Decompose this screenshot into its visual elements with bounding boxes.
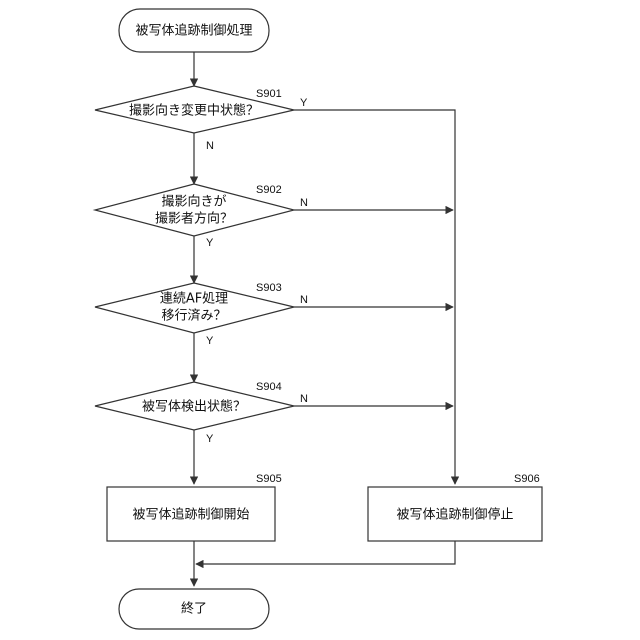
decision-s903-line1: 連続AF処理 <box>160 292 228 307</box>
decision-s901-text: 撮影向き変更中状態？ <box>129 103 259 119</box>
branch-yes-s901: Y <box>300 97 308 109</box>
step-id-s905: S905 <box>256 473 282 485</box>
decision-s901: 撮影向き変更中状態？ S901 Y <box>95 86 308 133</box>
decision-s902-line1: 撮影向きが <box>161 194 226 210</box>
start-node: 被写体追跡制御処理 <box>119 9 269 52</box>
process-s906-text: 被写体追跡制御停止 <box>396 507 513 523</box>
start-label: 被写体追跡制御処理 <box>135 23 252 39</box>
step-id-s902: S902 <box>256 184 282 196</box>
step-id-s901: S901 <box>256 88 282 100</box>
edge-s901-yes-to-s906 <box>294 110 455 484</box>
decision-s904-text: 被写体検出状態？ <box>142 399 246 415</box>
decision-s904: 被写体検出状態？ S904 N Y <box>95 381 308 445</box>
branch-no-s902: N <box>300 197 308 209</box>
process-s905-text: 被写体追跡制御開始 <box>132 507 249 523</box>
step-id-s906: S906 <box>514 473 540 485</box>
branch-yes-s903: Y <box>206 335 214 347</box>
step-id-s903: S903 <box>256 282 282 294</box>
branch-no-s904: N <box>300 393 308 405</box>
decision-s902-line2: 撮影者方向？ <box>155 211 233 227</box>
branch-yes-s902: Y <box>206 237 214 249</box>
edge-s906-to-main <box>196 541 455 564</box>
decision-s903-line2: 移行済み？ <box>161 308 226 324</box>
step-id-s904: S904 <box>256 381 282 393</box>
decision-s903: 連続AF処理 移行済み？ S903 N Y <box>95 282 308 347</box>
decision-s902: 撮影向きが 撮影者方向？ S902 N Y <box>95 184 308 249</box>
branch-no-s901: N <box>206 140 214 152</box>
end-label: 終了 <box>181 601 207 617</box>
end-node: 終了 <box>119 589 269 629</box>
branch-no-s903: N <box>300 294 308 306</box>
branch-yes-s904: Y <box>206 433 214 445</box>
